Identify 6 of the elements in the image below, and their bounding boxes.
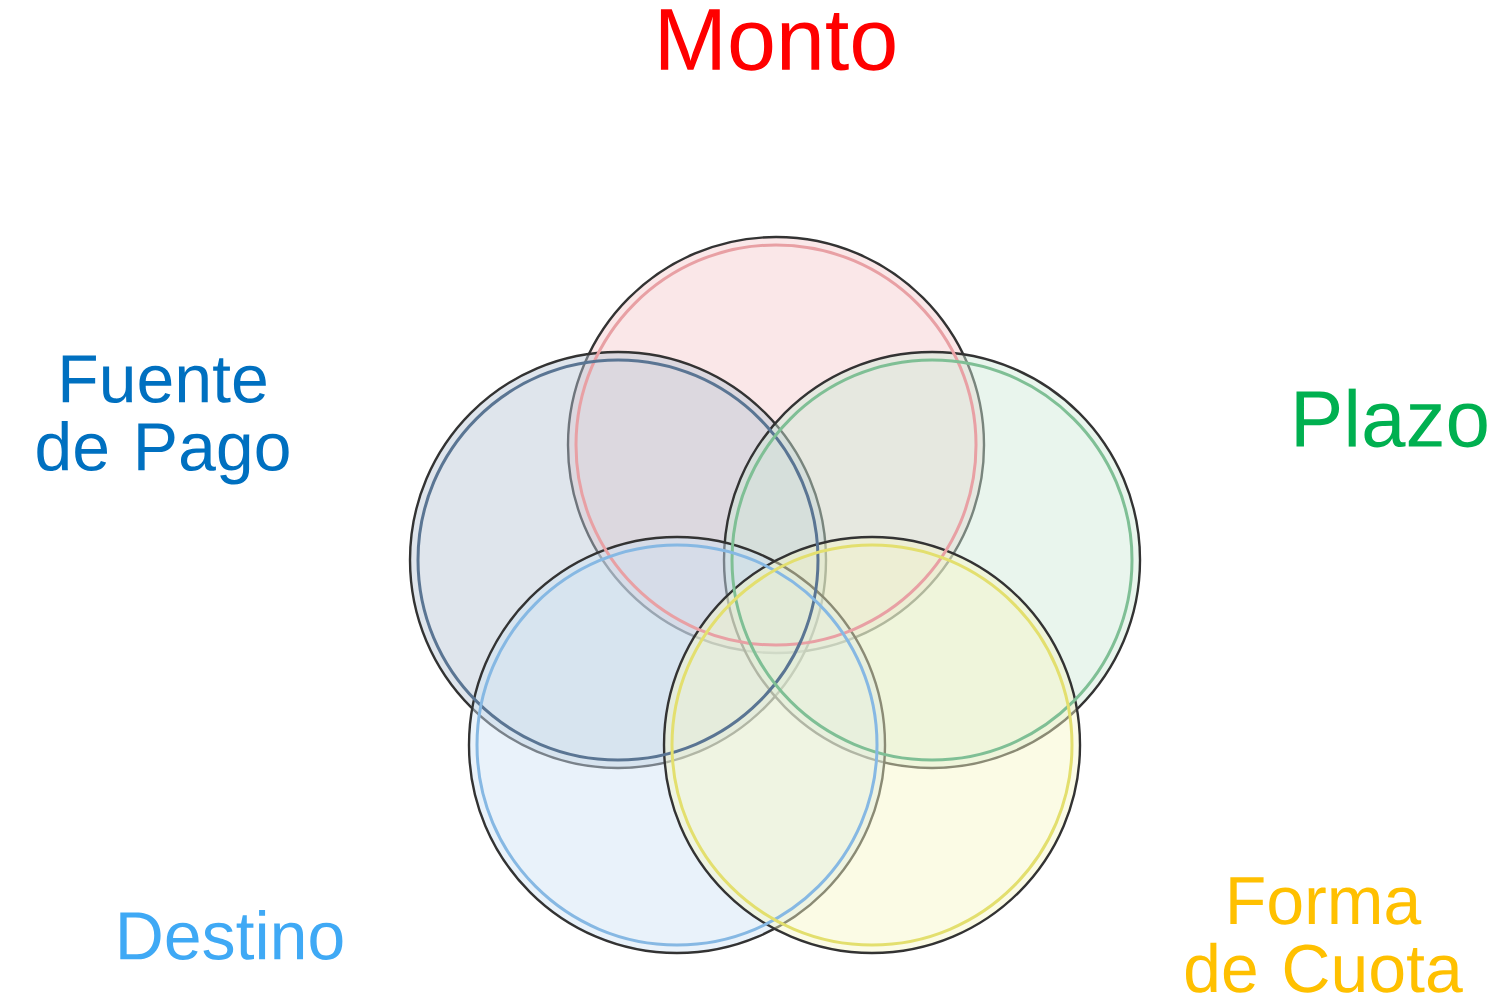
circle-label: Monto	[660, 9, 895, 71]
circle-label: Forma de Cuota	[1186, 877, 1463, 993]
circle-label: Fuente de Pago	[37, 355, 289, 485]
venn-circle	[662, 535, 1082, 955]
circle-label: Destino	[120, 910, 343, 960]
circle-label: Plazo	[1296, 388, 1487, 448]
